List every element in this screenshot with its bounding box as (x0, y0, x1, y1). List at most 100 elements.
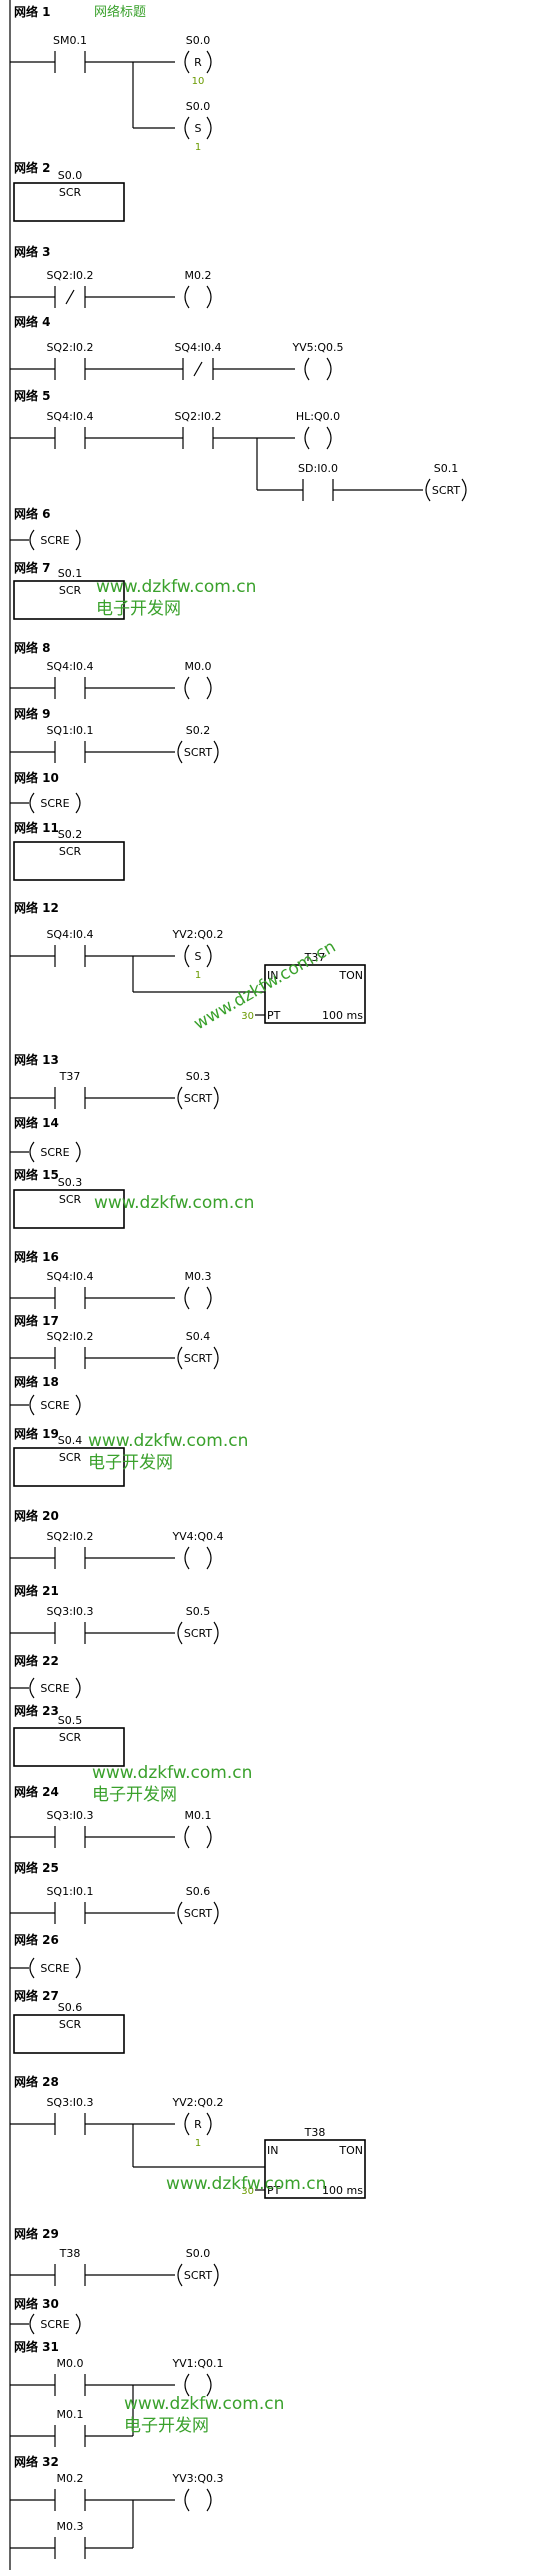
output-coil: RS0.010 (184, 34, 212, 87)
watermark-text: 电子开发网 (96, 599, 181, 619)
coil-arc (213, 1086, 219, 1110)
output-coil: YV4:Q0.4 (171, 1530, 224, 1570)
timer-pt: PT (267, 1009, 281, 1022)
contact-label: SQ3:I0.3 (46, 1809, 93, 1822)
coil-symbol: SCRT (184, 1352, 213, 1365)
coil-label: S0.3 (186, 1070, 210, 1083)
timer-in: IN (267, 969, 278, 982)
contact-label: SQ2:I0.2 (46, 341, 93, 354)
network-label: 网络 29 (14, 2226, 59, 2241)
coil-label: S0.0 (186, 2247, 210, 2260)
coil-symbol: SCRT (432, 484, 461, 497)
scre-arc (75, 529, 81, 551)
coil-arc (184, 1286, 190, 1310)
network-label: 网络 6 (14, 506, 51, 521)
no-contact: M0.3 (54, 2520, 86, 2559)
network-label: 网络 22 (14, 1653, 59, 1668)
coil-symbol: S (195, 122, 202, 135)
no-contact: SQ4:I0.4 (46, 410, 94, 449)
timer-unit: 100 ms (322, 1009, 363, 1022)
watermark-text: www.dzkfw.com.cn (96, 577, 256, 597)
coil-symbol: SCRT (184, 2269, 213, 2282)
coil-arc (184, 676, 190, 700)
coil-symbol: R (194, 2118, 202, 2131)
timer-pt: PT (267, 2184, 281, 2197)
coil-arc (177, 1086, 183, 1110)
contact-slash (193, 361, 203, 377)
contact-label: SQ4:I0.4 (46, 928, 93, 941)
network-label: 网络 16 (14, 1249, 59, 1264)
no-contact: SQ3:I0.3 (46, 1809, 94, 1848)
timer-rect (264, 2139, 366, 2199)
coil-label: YV4:Q0.4 (171, 1530, 223, 1543)
timer-label: T37 (304, 951, 326, 964)
scr-label: S0.1 (58, 567, 82, 580)
scre-arc (75, 1141, 81, 1163)
watermark-text: 电子开发网 (88, 1453, 173, 1473)
timer-unit: 100 ms (322, 2184, 363, 2197)
contact-label: SQ4:I0.4 (46, 660, 93, 673)
no-contact: T38 (54, 2247, 86, 2286)
network-label: 网络 26 (14, 1932, 59, 1947)
contact-label: SQ2:I0.2 (174, 410, 221, 423)
coil-arc (206, 116, 212, 140)
coil-parameter: 1 (195, 970, 201, 981)
coil-arc (304, 357, 310, 381)
scr-label: S0.6 (58, 2001, 82, 2014)
output-coil: HL:Q0.0 (296, 410, 340, 450)
nc-contact: SQ2:I0.2 (46, 269, 94, 308)
scr-text: SCR (59, 1193, 82, 1206)
no-contact: SQ2:I0.2 (174, 410, 222, 449)
coil-arc (326, 357, 332, 381)
network-label: 网络 4 (14, 314, 51, 329)
coil-label: HL:Q0.0 (296, 410, 340, 423)
coil-label: S0.2 (186, 724, 210, 737)
coil-arc (177, 1346, 183, 1370)
contact-label: M0.1 (57, 2408, 84, 2421)
coil-label: S0.1 (434, 462, 458, 475)
watermark-text: www.dzkfw.com.cn (124, 2394, 284, 2414)
contact-label: T38 (59, 2247, 81, 2260)
watermark-text: www.dzkfw.com.cn (88, 1431, 248, 1451)
scr-rect (13, 1727, 125, 1767)
scre-arc (29, 529, 35, 551)
scr-label: S0.0 (58, 169, 82, 182)
scre-arc (29, 2313, 35, 2335)
network-label: 网络 1 (14, 4, 51, 19)
scr-text: SCR (59, 845, 82, 858)
coil-arc (206, 676, 212, 700)
coil-parameter: 1 (195, 142, 201, 153)
output-coil: M0.0 (184, 660, 212, 700)
coil-label: M0.3 (185, 1270, 212, 1283)
scre-arc (29, 1394, 35, 1416)
timer-type: TON (338, 969, 363, 982)
timer-rect (264, 964, 366, 1024)
network-label: 网络 20 (14, 1508, 59, 1523)
network-label: 网络 24 (14, 1784, 59, 1799)
scr-text: SCR (59, 186, 82, 199)
output-coil: SCRT S0.1 (425, 462, 467, 502)
watermark-text: www.dzkfw.com.cn (94, 1193, 254, 1213)
contact-label: SQ4:I0.4 (46, 1270, 93, 1283)
network-label: 网络 19 (14, 1426, 59, 1441)
timer-type: TON (338, 2144, 363, 2157)
coil-label: S0.0 (186, 34, 210, 47)
no-contact: SQ4:I0.4 (46, 1270, 94, 1309)
no-contact: SQ4:I0.4 (46, 660, 94, 699)
coil-arc (213, 740, 219, 764)
network-label: 网络 27 (14, 1988, 59, 2003)
network-label: 网络 13 (14, 1052, 59, 1067)
contact-label: M0.2 (57, 2472, 84, 2485)
output-coil: YV3:Q0.3 (171, 2472, 224, 2512)
no-contact: SD:I0.0 (298, 462, 338, 501)
coil-parameter: 10 (192, 76, 205, 87)
scre-text: SCRE (40, 1146, 69, 1159)
scre-coil: SCRE (10, 529, 81, 551)
